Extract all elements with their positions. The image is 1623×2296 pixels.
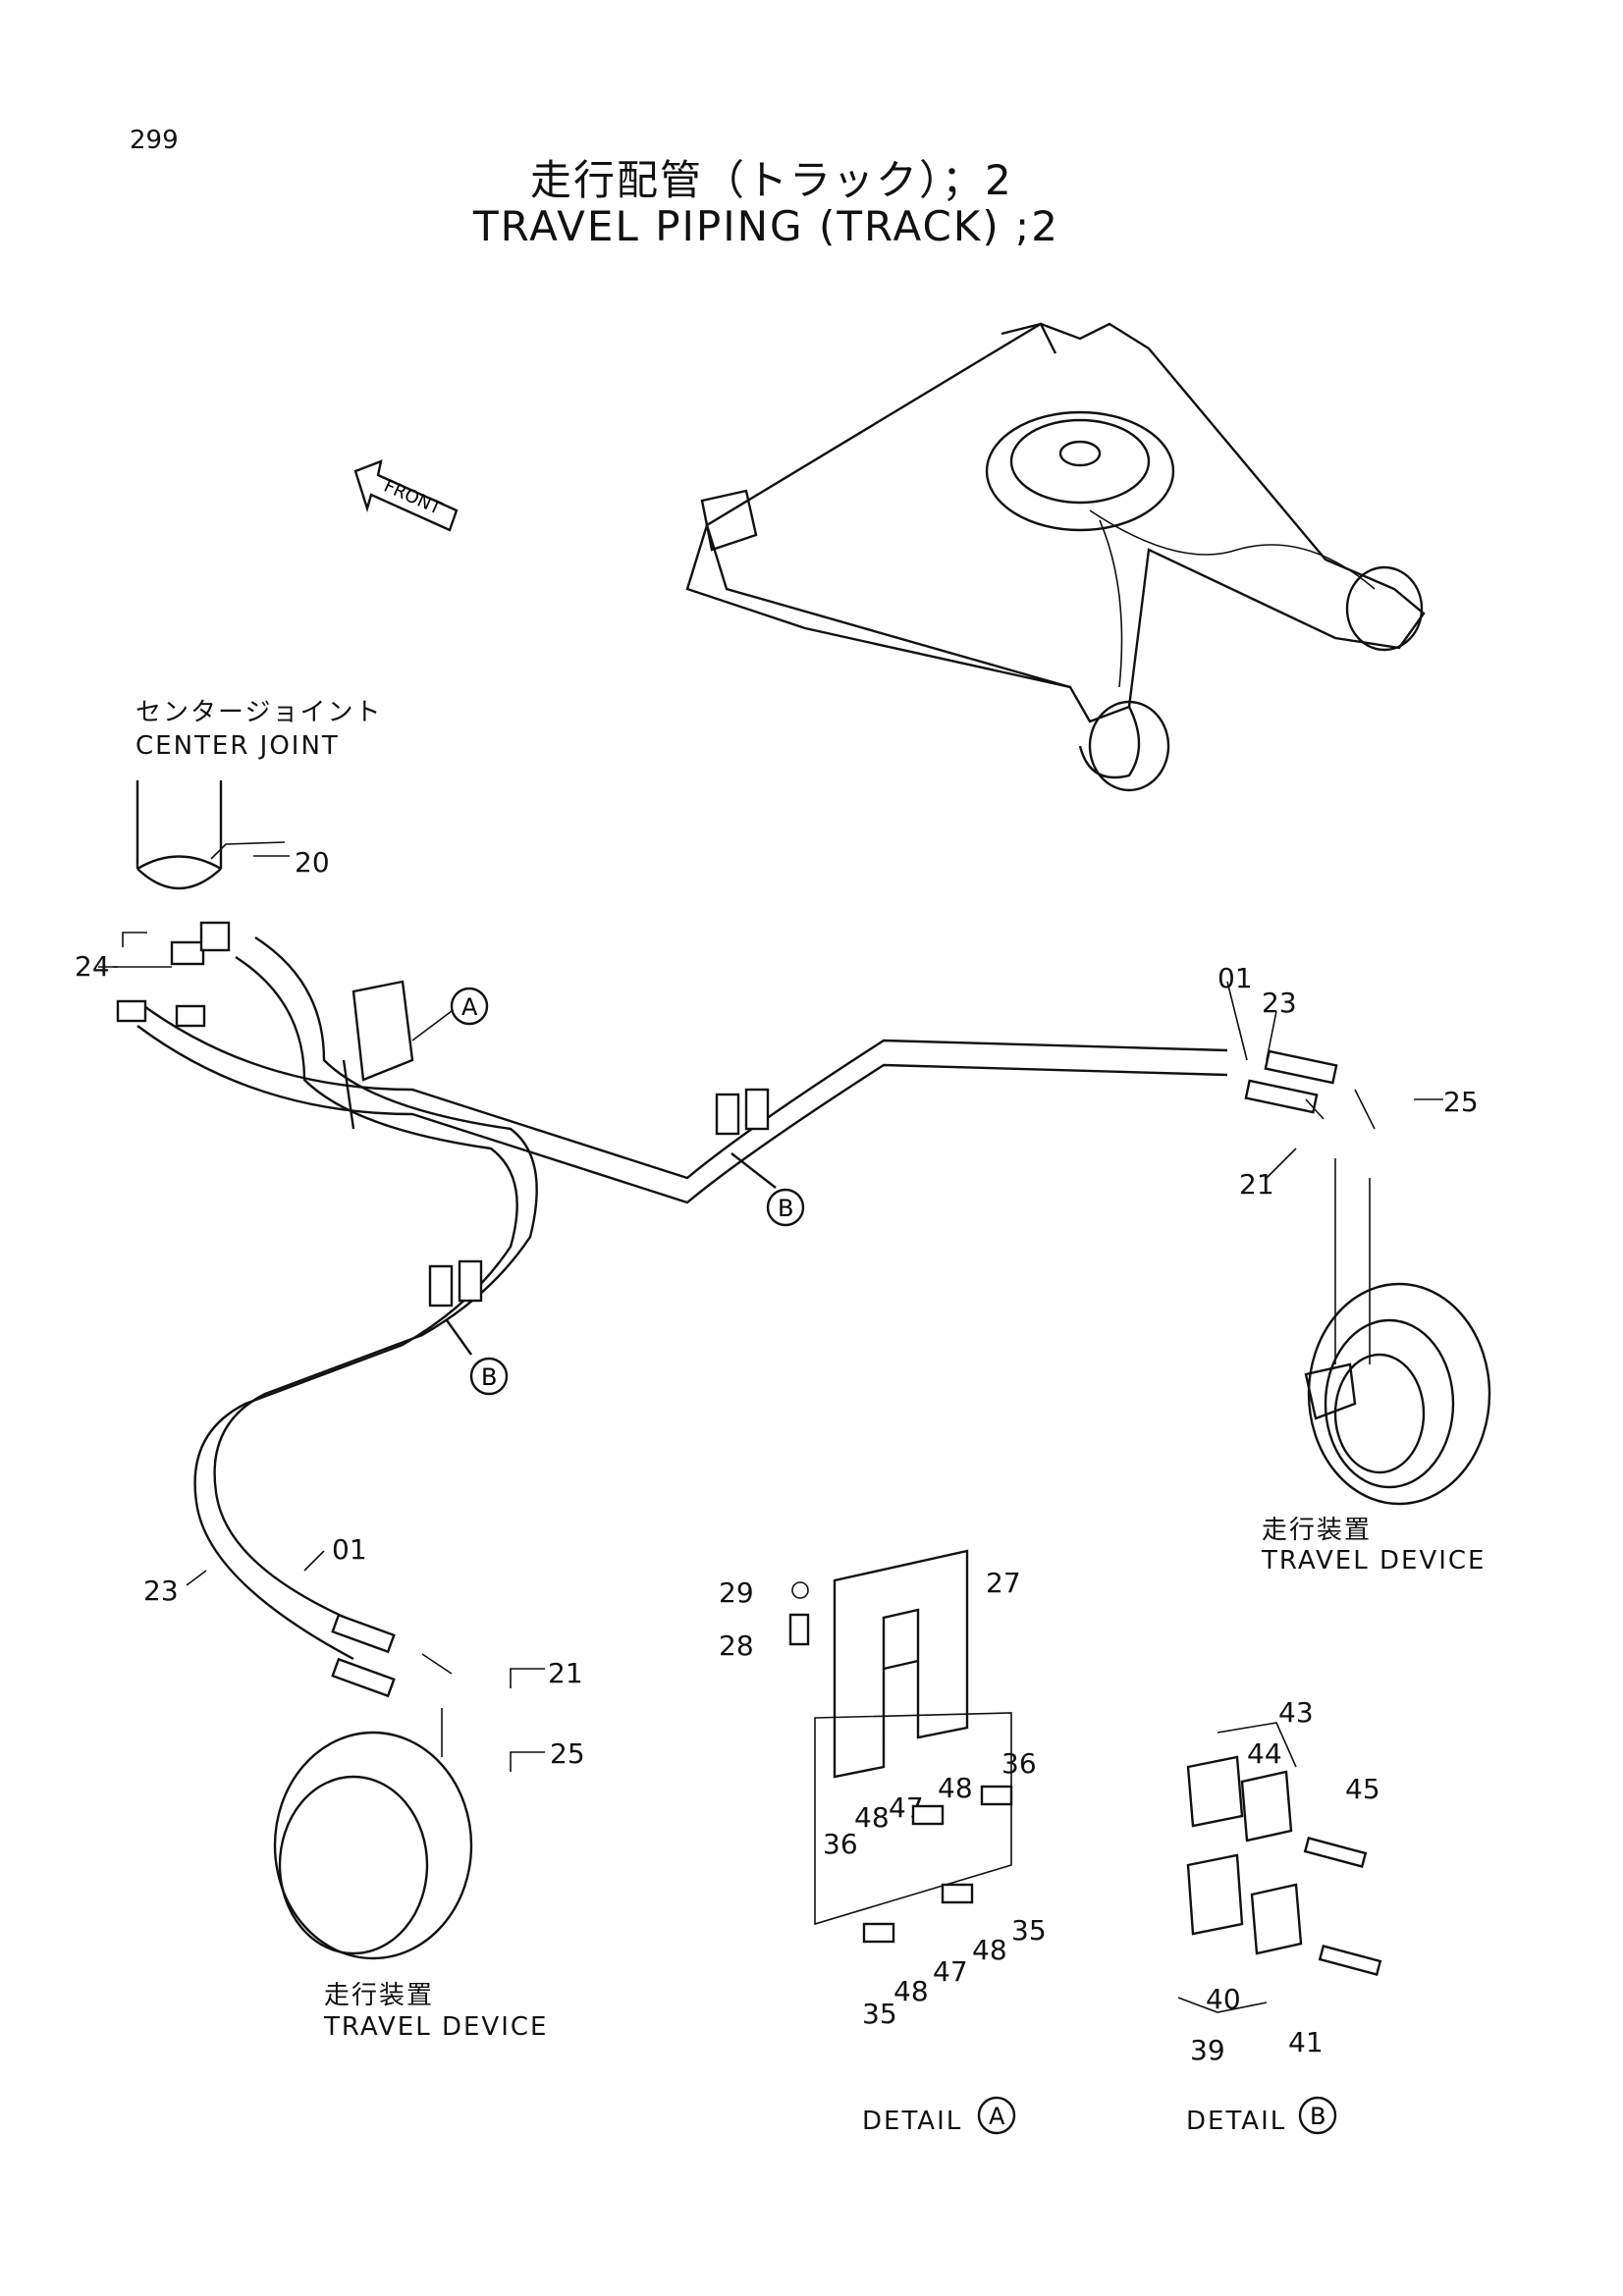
callout-25-left: 25 (550, 1737, 585, 1770)
travel-device-right-label-en: TRAVEL DEVICE (1262, 1546, 1487, 1575)
hose-clamps (428, 1088, 777, 1356)
center-joint-fittings (113, 841, 286, 1028)
callout-39: 39 (1190, 2034, 1225, 2066)
travel-device-right (1304, 1089, 1491, 1506)
callout-41: 41 (1288, 2026, 1324, 2058)
callout-44: 44 (1247, 1737, 1282, 1770)
callout-48-lower: 48 (893, 1975, 929, 2007)
travel-device-left (273, 1653, 473, 1960)
svg-text:B: B (481, 1363, 497, 1391)
callout-48-bottom: 48 (972, 1934, 1007, 1966)
callout-29: 29 (719, 1576, 754, 1609)
detail-a-parts (788, 1549, 1013, 1944)
callout-36-right: 36 (1001, 1747, 1037, 1780)
callout-01-right: 01 (1217, 962, 1253, 994)
callout-45: 45 (1345, 1773, 1380, 1805)
hose-run (136, 935, 1338, 1698)
leader-lines (98, 855, 1443, 1772)
callout-35-left: 35 (862, 1998, 897, 2030)
callout-35-right: 35 (1011, 1914, 1047, 1947)
front-arrow: FRONT (353, 459, 459, 532)
svg-text:A: A (461, 993, 478, 1021)
svg-text:A: A (989, 2103, 1005, 2130)
center-joint-label-jp: センタージョイント (135, 698, 383, 727)
callout-48-top: 48 (938, 1772, 973, 1804)
callout-23-left: 23 (143, 1575, 179, 1607)
callout-25-right: 25 (1443, 1086, 1479, 1118)
callout-36-left: 36 (823, 1828, 858, 1860)
callout-48-left: 48 (854, 1801, 890, 1834)
marker-b-right: B (766, 1188, 805, 1227)
detail-a-marker: A (977, 2096, 1016, 2135)
svg-text:B: B (1310, 2103, 1325, 2130)
marker-b-left: B (469, 1357, 509, 1396)
page-title-english: TRAVEL PIPING (TRACK) ;2 (473, 202, 1059, 250)
svg-text:B: B (778, 1195, 793, 1222)
callout-43: 43 (1278, 1696, 1314, 1729)
callout-27: 27 (986, 1567, 1021, 1599)
center-joint (135, 780, 223, 890)
detail-b-parts (1177, 1722, 1382, 2013)
page-title-japanese: 走行配管（トラック）；2 (530, 156, 1013, 204)
callout-21-left: 21 (548, 1657, 583, 1689)
bracket (342, 980, 414, 1130)
center-joint-label-en: CENTER JOINT (135, 731, 340, 761)
page-number: 299 (130, 126, 179, 155)
callout-01-left: 01 (332, 1533, 367, 1566)
marker-a-main: A (411, 987, 489, 1041)
detail-b-marker: B (1298, 2096, 1337, 2135)
track-frame (685, 322, 1426, 792)
callout-47-bottom: 47 (933, 1955, 968, 1988)
travel-device-left-label-jp: 走行装置 (324, 1981, 435, 2010)
callout-23-right: 23 (1262, 987, 1297, 1019)
detail-b-label: DETAIL (1186, 2107, 1287, 2136)
detail-a-label: DETAIL (862, 2107, 963, 2136)
callout-28: 28 (719, 1629, 754, 1662)
callout-21-right: 21 (1239, 1168, 1274, 1201)
travel-device-left-label-en: TRAVEL DEVICE (324, 2012, 549, 2042)
callout-20: 20 (295, 846, 330, 879)
travel-device-right-label-jp: 走行装置 (1262, 1516, 1373, 1545)
